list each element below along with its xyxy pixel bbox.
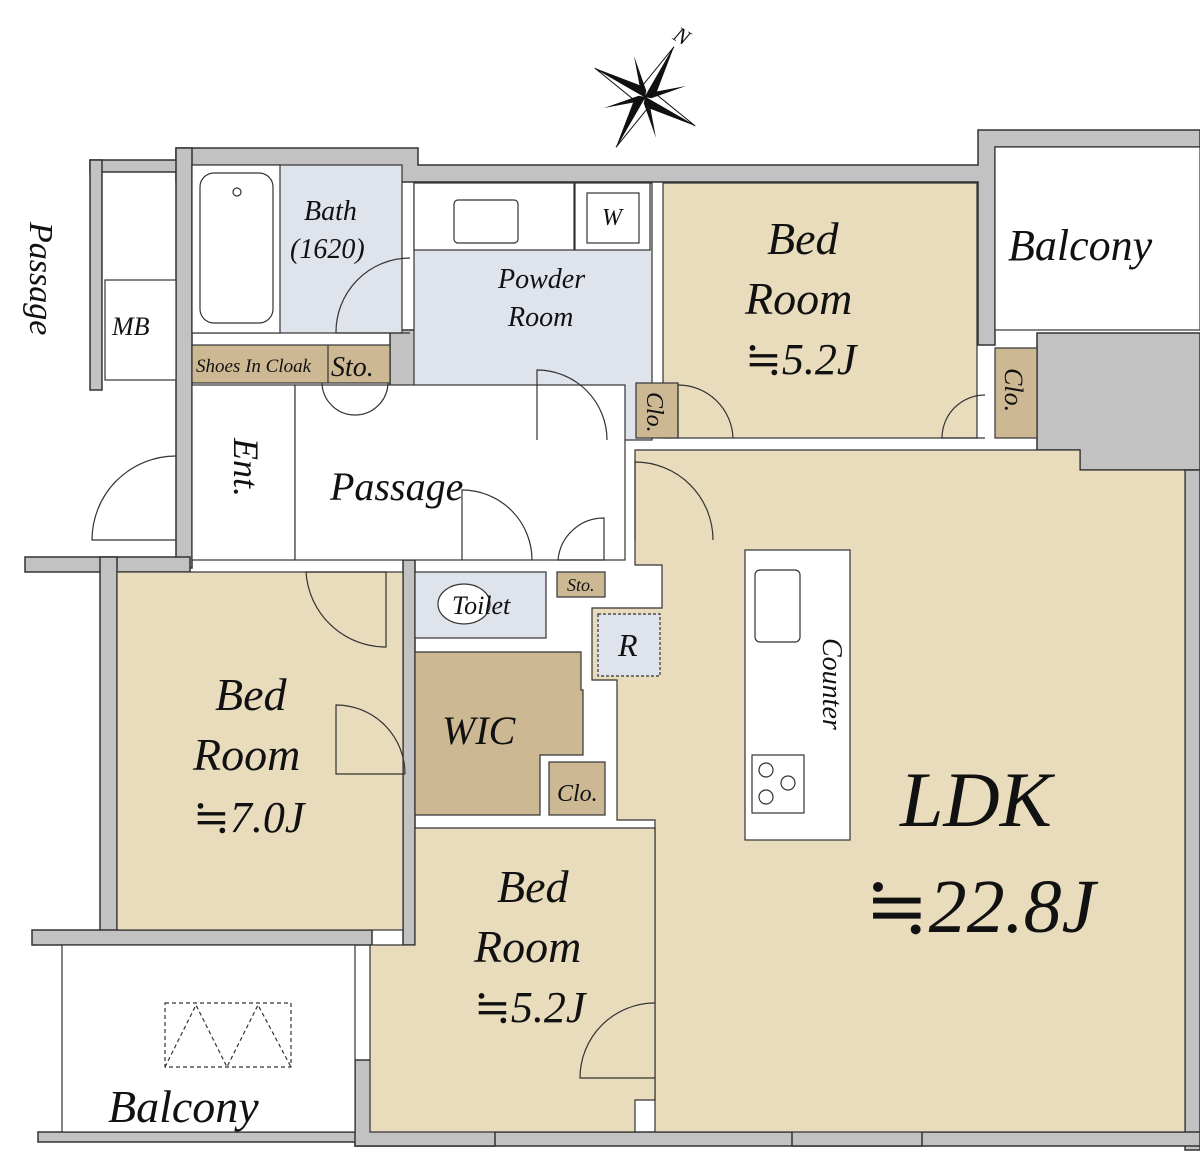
bedroom-w (116, 571, 404, 931)
sto-ent-label: Sto. (331, 352, 374, 383)
powder-room-label: Room (507, 302, 573, 333)
balcony-ne-label: Balcony (1008, 221, 1153, 270)
ldk-label: LDK (899, 756, 1056, 843)
counter-label: Counter (816, 638, 847, 730)
bed-ne-size-label: ≒5.2J (745, 335, 859, 384)
room-labels: Passage MB Bath (1620) W Powder Room Bed… (22, 196, 1153, 1132)
bed-s-label: Bed (497, 861, 570, 912)
ent-label: Ent. (226, 437, 266, 497)
powder-label: Powder (497, 264, 585, 295)
clo-s-label: Clo. (557, 781, 598, 807)
bed-w-room-label: Room (192, 729, 300, 780)
passage-label: Passage (329, 464, 463, 509)
shoes-label: Shoes In Cloak (196, 356, 312, 377)
bed-ne-label: Bed (767, 213, 840, 264)
balcony-ne (994, 146, 1200, 331)
toilet (414, 571, 547, 639)
bed-s-size-label: ≒5.2J (474, 983, 588, 1032)
ldk-size-label: ≒22.8J (865, 865, 1099, 949)
outside-passage-label: Passage (22, 221, 59, 335)
closet-s (548, 761, 606, 816)
r-label: R (617, 627, 638, 663)
kitchen-counter (744, 549, 851, 841)
shoes-cloak (191, 344, 391, 384)
bathtub-area (191, 164, 281, 334)
wic (414, 651, 584, 816)
bath-label: Bath (304, 196, 357, 227)
bed-ne-room-label: Room (744, 273, 852, 324)
bath-size-label: (1620) (290, 234, 365, 265)
bed-s-room-label: Room (473, 921, 581, 972)
mb-box (104, 279, 177, 381)
bedroom-s (369, 827, 656, 1133)
closet-n (635, 382, 679, 439)
sink-icon (453, 199, 519, 244)
compass-icon: N (594, 21, 696, 148)
toilet-label: Toilet (452, 591, 511, 620)
bed-w-label: Bed (215, 669, 288, 720)
stove-icon (751, 754, 805, 814)
doors (91, 257, 986, 1079)
rooms (61, 146, 1200, 1133)
sto-small-label: Sto. (567, 575, 595, 595)
wic-label: WIC (442, 708, 517, 753)
vanity (413, 182, 575, 251)
balcony-sw (61, 944, 356, 1133)
bathtub (199, 172, 274, 324)
bedroom-ne (662, 182, 978, 439)
bed-w-size-label: ≒7.0J (193, 793, 307, 842)
toilet-bowl (437, 583, 491, 625)
mb-label: MB (111, 312, 150, 341)
closet-ne (994, 347, 1038, 439)
washer-label: W (602, 205, 624, 231)
kitchen-sink-icon (754, 569, 801, 643)
fridge-space (597, 613, 661, 677)
north-label: N (668, 21, 695, 51)
clo-n-label: Clo. (641, 392, 667, 433)
clo-ne-label: Clo. (999, 368, 1028, 412)
ldk (591, 449, 1186, 1133)
entrance (191, 384, 296, 561)
storage-small (556, 571, 606, 598)
balcony-sw-label: Balcony (108, 1081, 259, 1132)
